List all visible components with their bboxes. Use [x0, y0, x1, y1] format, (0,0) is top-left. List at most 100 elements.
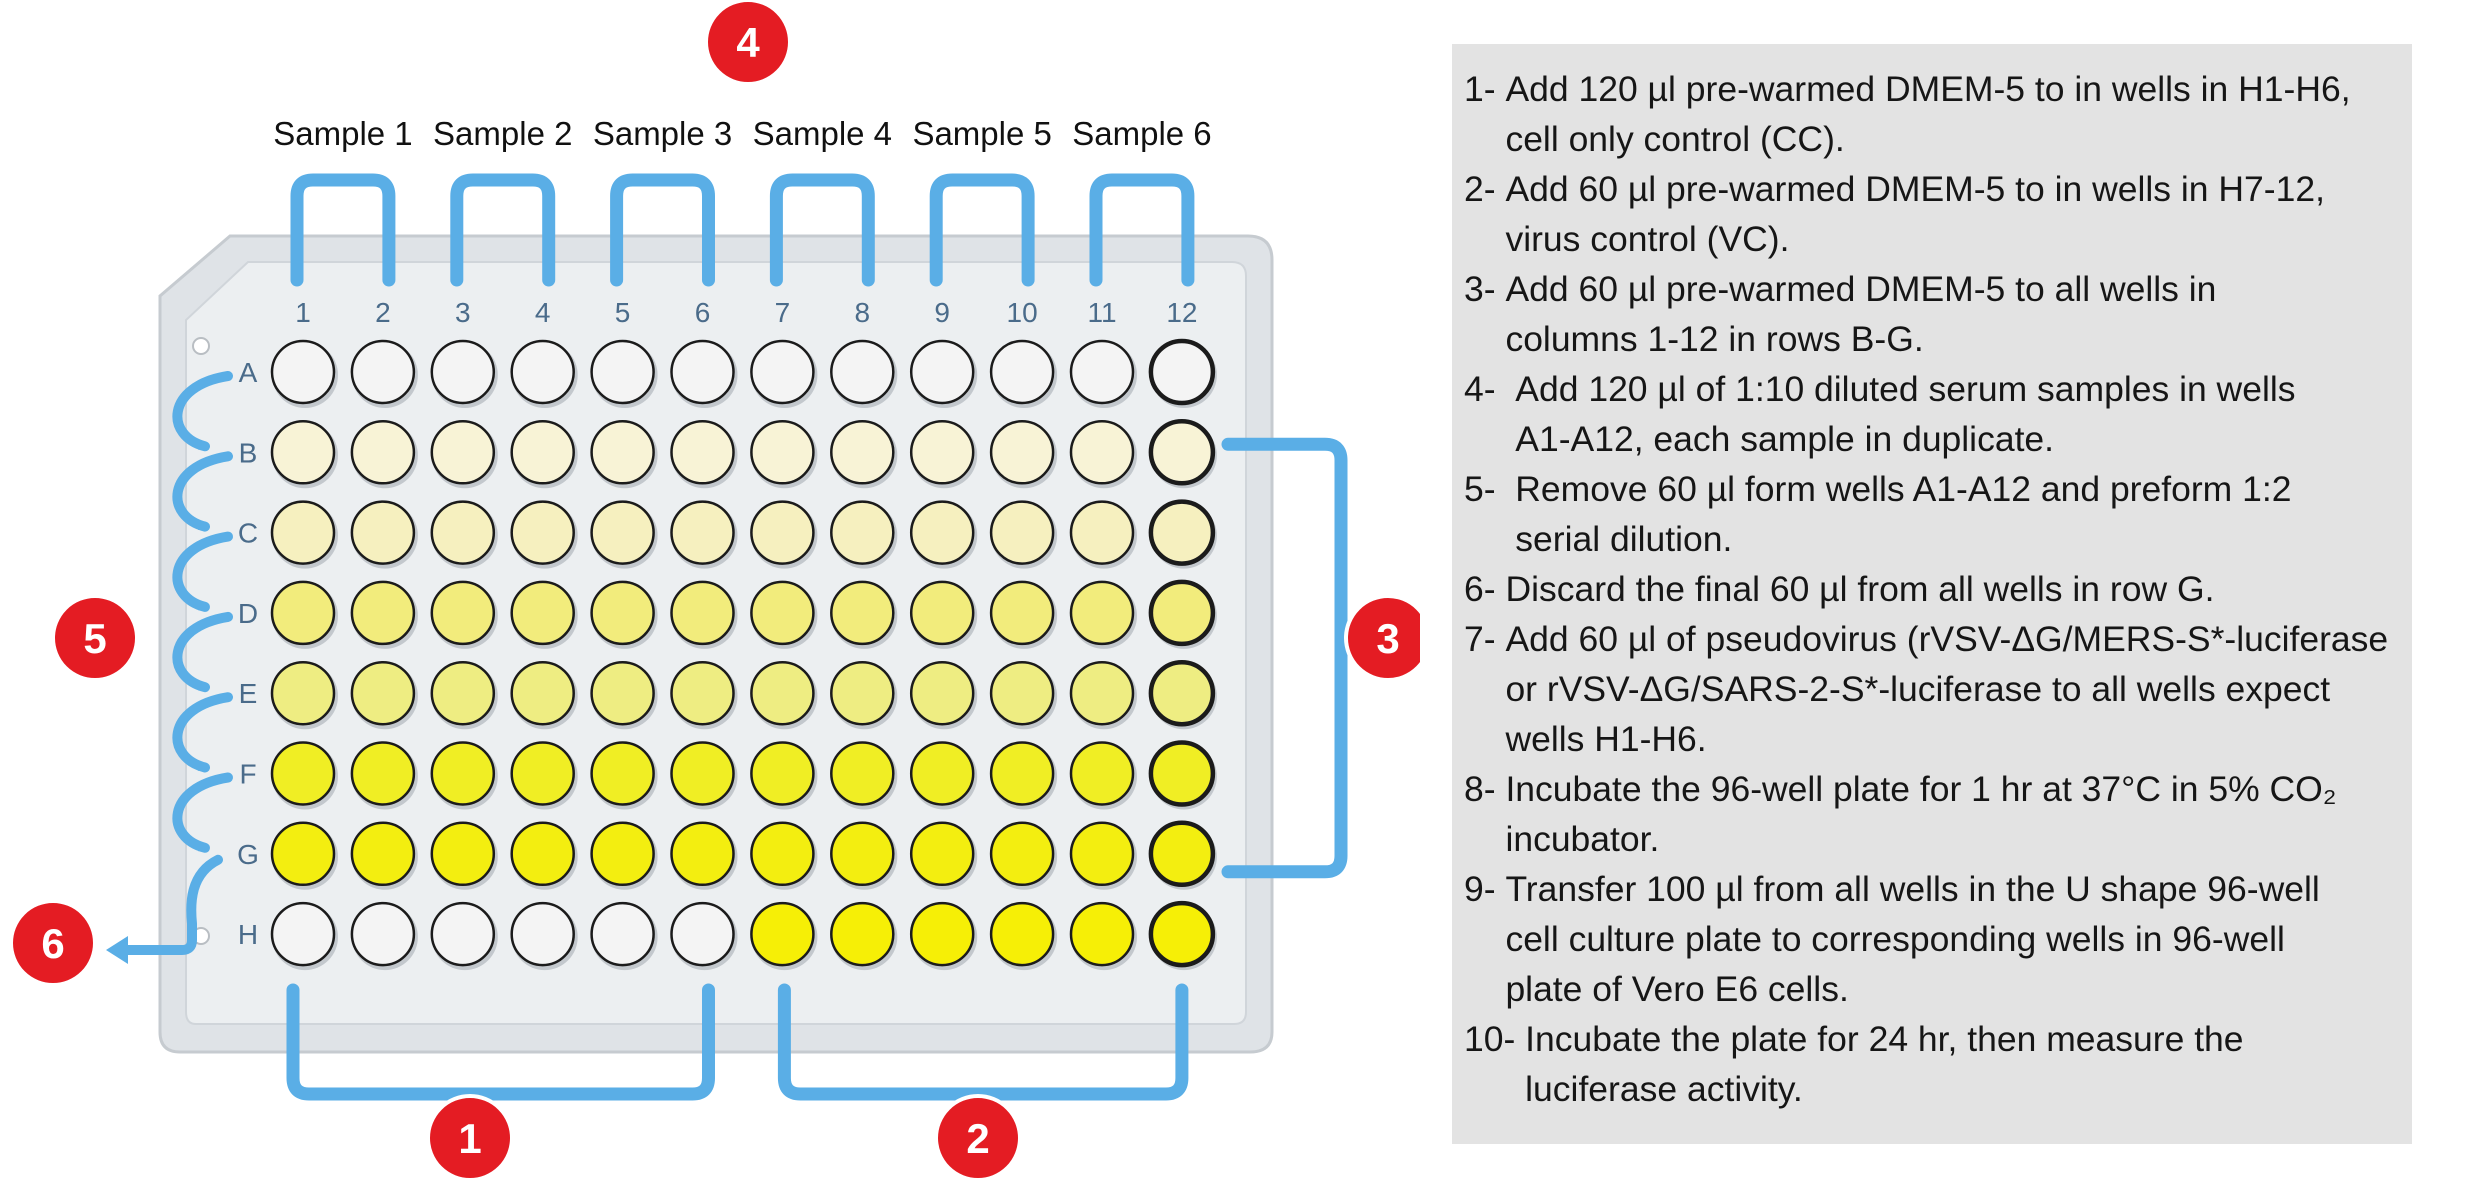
- step-text: Remove 60 µl form wells A1-A12 and prefo…: [1515, 464, 2291, 564]
- well-D5: [590, 580, 655, 646]
- step-line: Transfer 100 µl from all wells in the U …: [1505, 869, 2320, 909]
- protocol-step: 1- Add 120 µl pre-warmed DMEM-5 to in we…: [1464, 64, 2402, 164]
- row-label: G: [237, 839, 259, 870]
- step-line: columns 1-12 in rows B-G.: [1505, 319, 1924, 359]
- step-number: 4-: [1464, 369, 1516, 409]
- well-G12: [1148, 820, 1216, 888]
- step-text: Add 120 µl pre-warmed DMEM-5 to in wells…: [1505, 64, 2350, 164]
- sample-label: Sample 3: [593, 115, 732, 152]
- row-label: B: [239, 437, 258, 468]
- well-G6: [670, 821, 735, 887]
- well-F7: [750, 741, 815, 806]
- step-line: incubator.: [1505, 819, 1660, 859]
- well-H6: [670, 901, 735, 967]
- badge-5-label: 5: [83, 615, 106, 662]
- protocol-steps: 1- Add 120 µl pre-warmed DMEM-5 to in we…: [1464, 64, 2402, 1114]
- step-line: Incubate the plate for 24 hr, then measu…: [1525, 1019, 2244, 1059]
- well-grid: [270, 338, 1217, 971]
- discard-arrowhead: [106, 936, 128, 964]
- step-line: or rVSV-ΔG/SARS-2-S*-luciferase to all w…: [1505, 669, 2331, 709]
- step-number: 6-: [1464, 569, 1506, 609]
- step-number: 2-: [1464, 169, 1506, 209]
- dilution-arrow: [172, 531, 233, 612]
- well-F8: [830, 741, 895, 806]
- well-E6: [670, 660, 735, 726]
- well-E12: [1148, 659, 1216, 727]
- well-G5: [590, 821, 655, 887]
- step-text: Discard the final 60 µl from all wells i…: [1505, 564, 2214, 614]
- well-C8: [830, 500, 895, 565]
- step-text: Add 120 µl of 1:10 diluted serum samples…: [1515, 364, 2295, 464]
- dilution-arrow: [172, 772, 233, 853]
- badge-1: [426, 1094, 514, 1182]
- step-line: Incubate the 96-well plate for 1 hr at 3…: [1505, 769, 2337, 809]
- step-number: 9-: [1464, 869, 1506, 909]
- well-D1: [270, 580, 336, 646]
- column-label: 4: [535, 297, 551, 328]
- step-line: wells H1-H6.: [1505, 719, 1707, 759]
- well-G8: [830, 821, 895, 887]
- well-C3: [430, 500, 496, 565]
- step-text: Add 60 µl pre-warmed DMEM-5 to all wells…: [1505, 264, 2216, 364]
- well-B4: [510, 420, 575, 485]
- well-A7: [750, 339, 815, 405]
- sample-bracket: [769, 173, 875, 287]
- step-text: Transfer 100 µl from all wells in the U …: [1505, 864, 2319, 1014]
- step-text: Incubate the 96-well plate for 1 hr at 3…: [1505, 764, 2336, 864]
- well-B2: [350, 420, 416, 485]
- well-C9: [909, 500, 975, 565]
- well-H3: [430, 901, 496, 967]
- well-F3: [430, 741, 496, 806]
- well-A5: [590, 339, 655, 405]
- column-label: 6: [695, 297, 711, 328]
- badge-5: [51, 594, 139, 682]
- step-line: Remove 60 µl form wells A1-A12 and prefo…: [1515, 469, 2292, 509]
- protocol-step: 7- Add 60 µl of pseudovirus (rVSV-ΔG/MER…: [1464, 614, 2402, 764]
- well-H4: [510, 901, 575, 967]
- protocol-step: 4- Add 120 µl of 1:10 diluted serum samp…: [1464, 364, 2402, 464]
- sample-bracket: [610, 173, 715, 287]
- row-label: E: [239, 678, 258, 709]
- column-label: 7: [775, 297, 791, 328]
- bracket-h1-h6: [286, 983, 715, 1101]
- well-D10: [989, 580, 1055, 646]
- well-H12: [1148, 900, 1216, 968]
- well-F2: [350, 741, 416, 806]
- step-line: Add 120 µl of 1:10 diluted serum samples…: [1515, 369, 2296, 409]
- well-C11: [1069, 500, 1135, 565]
- well-D9: [909, 580, 975, 646]
- well-C5: [590, 500, 655, 565]
- step-number: 8-: [1464, 769, 1506, 809]
- well-B6: [670, 420, 735, 485]
- well-A3: [430, 339, 496, 405]
- step-line: Add 60 µl pre-warmed DMEM-5 to all wells…: [1505, 269, 2217, 309]
- sample-label: Sample 2: [433, 115, 572, 152]
- well-A9: [909, 339, 975, 405]
- well-D11: [1069, 580, 1135, 646]
- well-F1: [270, 741, 336, 806]
- step-number: 1-: [1464, 69, 1506, 109]
- protocol-step: 6- Discard the final 60 µl from all well…: [1464, 564, 2402, 614]
- well-C7: [750, 500, 815, 565]
- well-H10: [989, 901, 1055, 967]
- well-D4: [510, 580, 575, 646]
- well-F10: [989, 741, 1055, 806]
- protocol-step: 8- Incubate the 96-well plate for 1 hr a…: [1464, 764, 2402, 864]
- well-E3: [430, 660, 496, 726]
- column-label: 8: [855, 297, 871, 328]
- well-A8: [830, 339, 895, 405]
- step-text: Add 60 µl of pseudovirus (rVSV-ΔG/MERS-S…: [1505, 614, 2388, 764]
- badge-3-label: 3: [1376, 615, 1399, 662]
- step-line: plate of Vero E6 cells.: [1505, 969, 1849, 1009]
- well-D6: [670, 580, 735, 646]
- well-H8: [830, 901, 895, 967]
- plate-notch-top: [192, 337, 210, 355]
- well-B9: [909, 420, 975, 485]
- well-G11: [1069, 821, 1135, 887]
- well-C4: [510, 500, 575, 565]
- column-label: 1: [295, 297, 311, 328]
- badge-3: [1344, 594, 1420, 682]
